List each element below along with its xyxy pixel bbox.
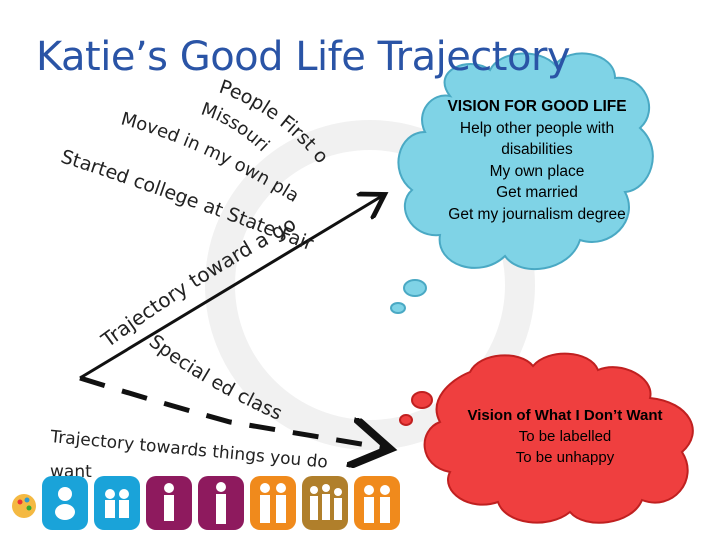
bad-vision-item: To be labelled [518, 428, 612, 445]
good-vision-item: Help other people with disabilities [459, 119, 615, 159]
good-vision-cloud [390, 52, 654, 314]
good-trajectory-arrow [79, 196, 382, 380]
baby-icon [42, 476, 88, 530]
good-vision-item: Get married [496, 184, 578, 201]
page-title: Katie’s Good Life Trajectory [36, 34, 571, 80]
bad-vision-item: To be unhappy [515, 449, 615, 466]
palette-icon [12, 494, 36, 518]
lifespan-icon-strip [12, 476, 400, 530]
couple-icon [250, 476, 296, 530]
good-vision-text: VISION FOR GOOD LIFE Help other people w… [432, 96, 642, 225]
good-vision-item: Get my journalism degree [448, 205, 626, 223]
good-vision-heading: VISION FOR GOOD LIFE [447, 98, 627, 115]
bad-vision-heading: Vision of What I Don’t Want [467, 407, 663, 424]
unwanted-trajectory-arrow [79, 375, 385, 448]
children-icon [94, 476, 140, 530]
good-vision-item: My own place [489, 162, 585, 180]
bad-vision-text: Vision of What I Don’t Want To be labell… [440, 405, 690, 468]
bad-vision-cloud [399, 352, 694, 524]
elderly-icon [354, 476, 400, 530]
